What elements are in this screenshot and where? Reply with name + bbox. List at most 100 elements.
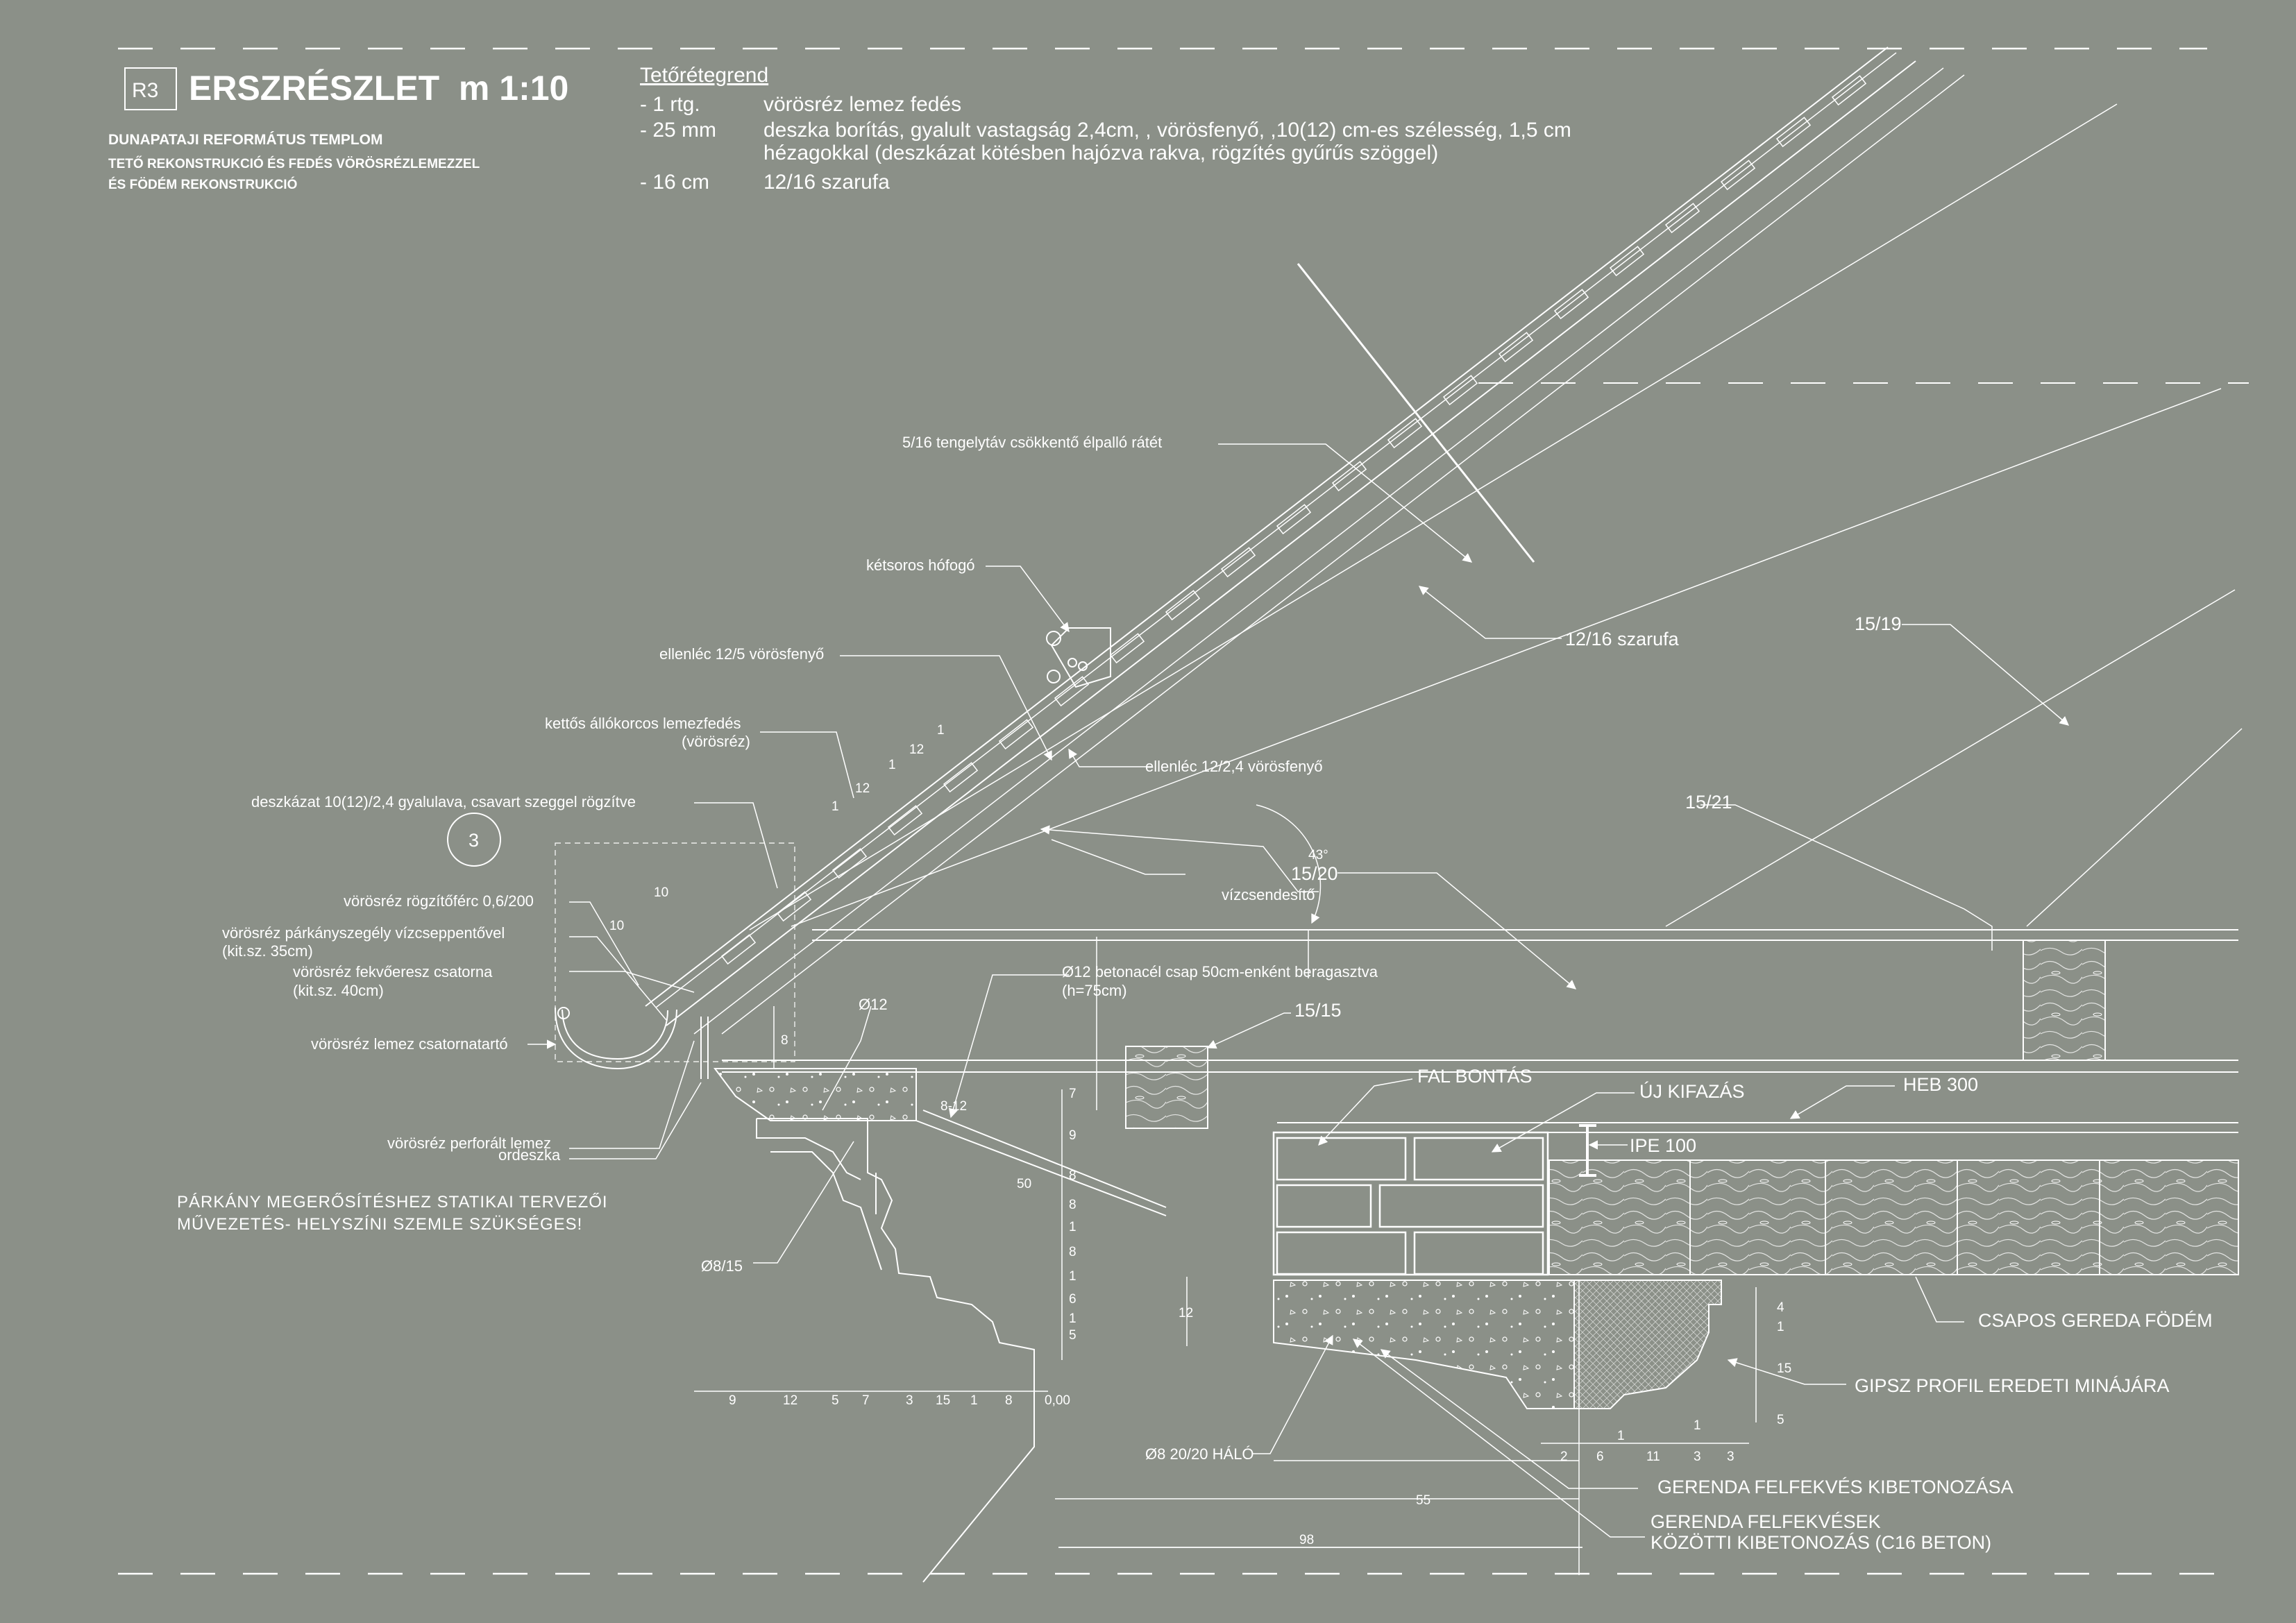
label-fekvoeresz-2: (kit.sz. 40cm)	[293, 982, 384, 999]
layer-row-2-desc: deszka borítás, gyalult vastagság 2,4cm,…	[763, 119, 1571, 142]
title-badge-box	[124, 67, 177, 110]
label-felfekves: GERENDA FELFEKVÉS KIBETONOZÁSA	[1657, 1477, 2014, 1497]
dim-bottom-8: 8	[1005, 1393, 1013, 1408]
label-phi12: Ø12	[859, 996, 888, 1013]
dim-board-50: 50	[1017, 1177, 1031, 1191]
annotation-labels: 5/16 tengelytáv csökkentő élpalló rátét …	[177, 434, 2213, 1553]
dim-v-10: 5	[1069, 1328, 1077, 1343]
label-uj-kifazas: ÚJ KIFAZÁS	[1639, 1080, 1745, 1102]
label-betonacel-1: Ø12 betonacél csap 50cm-enként beragaszt…	[1062, 963, 1378, 980]
label-hofogo: kétsoros hófogó	[866, 556, 975, 574]
label-section-15-19: 15/19	[1855, 613, 1902, 634]
beam-ceiling	[1548, 1159, 2239, 1275]
dim-98: 98	[1299, 1533, 1314, 1547]
label-ipe: IPE 100	[1630, 1135, 1696, 1156]
dim-v-8: 6	[1069, 1292, 1077, 1307]
label-angle: 43°	[1308, 848, 1328, 863]
dim-v-7: 1	[1069, 1269, 1077, 1284]
layer-spec: Tetőrétegrend - 1 rtg. vörösréz lemez fe…	[640, 64, 1571, 194]
dim-v-5: 1	[1069, 1220, 1077, 1234]
gypsum-profile	[1573, 1280, 1722, 1409]
batten-row	[720, 75, 1867, 965]
dim-bottom-3: 5	[832, 1393, 839, 1408]
label-allokorcos-1: kettős állókorcos lemezfedés	[545, 715, 741, 732]
layer-row-1-code: - 1 rtg.	[640, 93, 700, 116]
label-allokorcos-2: (vörösréz)	[682, 733, 750, 750]
dim-roof-1a: 1	[832, 799, 839, 814]
label-felfekvesek-2: KÖZÖTTI KIBETONOZÁS (C16 BETON)	[1651, 1532, 1991, 1553]
dim-v-3: 8	[1069, 1169, 1077, 1183]
label-section-15-21: 15/21	[1685, 792, 1732, 813]
layer-row-3-desc: hézagokkal (deszkázat kötésben hajózva r…	[763, 142, 1438, 164]
label-elpallo: 5/16 tengelytáv csökkentő élpalló rátét	[902, 434, 1162, 451]
dim-gutter-8-12: 8-12	[940, 1099, 967, 1114]
project-subtitle-1: TETŐ REKONSTRUKCIÓ ÉS FEDÉS VÖRÖSRÉZLEME…	[108, 156, 480, 171]
dim-roof-1b: 1	[888, 758, 896, 772]
dim-bottom-1: 9	[729, 1393, 736, 1408]
label-ordeszka: ordeszka	[498, 1146, 561, 1164]
label-halo: Ø8 20/20 HÁLÓ	[1145, 1445, 1254, 1463]
label-ellenlec-12-24: ellenléc 12/2,4 vörösfenyő	[1145, 758, 1323, 775]
label-phi8-15: Ø8/15	[701, 1257, 743, 1275]
dim-bottom-5: 3	[906, 1393, 913, 1408]
label-section-15-15: 15/15	[1294, 1000, 1342, 1021]
label-betonacel-2: (h=75cm)	[1062, 982, 1127, 999]
label-csapos: CSAPOS GEREDA FÖDÉM	[1978, 1310, 2213, 1331]
dim-beam-5: 5	[1777, 1413, 1784, 1427]
dim-gutter-8: 8	[781, 1033, 788, 1048]
label-csatornatarto: vörösréz lemez csatornatartó	[311, 1035, 508, 1053]
dim-55: 55	[1416, 1493, 1430, 1508]
dim-beam-6: 6	[1596, 1450, 1604, 1464]
sheet-frame	[118, 47, 2249, 1575]
dim-bottom-6: 15	[936, 1393, 950, 1408]
layer-row-2-code: - 25 mm	[640, 119, 716, 142]
cornice-profile	[756, 1118, 1035, 1583]
label-fekvoeresz-1: vörösréz fekvőeresz csatorna	[293, 963, 493, 980]
structural-note-1: PÁRKÁNY MEGERŐSÍTÉSHEZ STATIKAI TERVEZŐI	[177, 1193, 608, 1212]
dim-roof-12b: 12	[909, 742, 924, 757]
label-parkanyszegely-2: (kit.sz. 35cm)	[222, 942, 313, 960]
structural-note-2: MŰVEZETÉS- HELYSZÍNI SZEMLE SZÜKSÉGES!	[177, 1215, 582, 1234]
roof-section	[645, 46, 2243, 1035]
concrete-infill	[1273, 1280, 1575, 1409]
layer-spec-heading: Tetőrétegrend	[640, 64, 768, 87]
title-badge: R3	[132, 79, 158, 102]
dim-roof-12a: 12	[855, 781, 870, 796]
dim-beam-1b: 1	[1694, 1418, 1701, 1433]
drawing-title: ERSZRÉSZLET m 1:10	[189, 69, 568, 108]
eaves-gutter	[555, 842, 1167, 1216]
label-perforalt: vörösréz perforált lemez	[387, 1135, 551, 1152]
label-ellenlec-12-5: ellenléc 12/5 vörösfenyő	[659, 645, 824, 663]
dim-beam-11: 11	[1646, 1450, 1660, 1464]
dim-roof-1c: 1	[937, 723, 945, 738]
angle-arc	[1256, 804, 1322, 924]
timber-beam-15-15	[1125, 1046, 1208, 1129]
dim-beam-2: 2	[1560, 1450, 1568, 1464]
label-felfekvesek-1: GERENDA FELFEKVÉSEK	[1651, 1511, 1881, 1532]
dim-bottom-2: 12	[783, 1393, 797, 1408]
title-block: R3 ERSZRÉSZLET m 1:10 DUNAPATAJI REFORMÁ…	[108, 67, 568, 192]
project-name: DUNAPATAJI REFORMÁTUS TEMPLOM	[108, 132, 382, 148]
label-fal-bontas: FAL BONTÁS	[1417, 1066, 1533, 1087]
layer-row-1-desc: vörösréz lemez fedés	[763, 93, 961, 116]
ipe-beam	[1579, 1124, 1596, 1177]
dim-bottom-7: 1	[970, 1393, 978, 1408]
timber-beam-15-19	[2023, 940, 2106, 1061]
label-rogzitoferc: vörösréz rögzítőférc 0,6/200	[344, 892, 534, 910]
dimension-lines	[694, 930, 1757, 1575]
dim-v-1: 7	[1069, 1087, 1077, 1101]
structure-lines	[722, 929, 2238, 1133]
label-heb: HEB 300	[1903, 1074, 1978, 1095]
dim-beam-1a: 1	[1617, 1429, 1625, 1443]
section-marker-label: 3	[469, 830, 479, 851]
layer-row-4-desc: 12/16 szarufa	[763, 171, 890, 194]
label-deszkazat: deszkázat 10(12)/2,4 gyalulava, csavart …	[251, 793, 636, 810]
brick-wall	[1272, 1131, 1549, 1276]
dim-beam-3a: 3	[1694, 1450, 1701, 1464]
dim-v-6: 8	[1069, 1245, 1077, 1259]
dim-beam-3b: 3	[1727, 1450, 1734, 1464]
label-gipsz: GIPSZ PROFIL EREDETI MINÁJÁRA	[1855, 1375, 2170, 1396]
project-subtitle-2: ÉS FÖDÉM REKONSTRUKCIÓ	[108, 177, 297, 192]
label-vizcsendesito: vízcsendesítő	[1222, 886, 1315, 903]
